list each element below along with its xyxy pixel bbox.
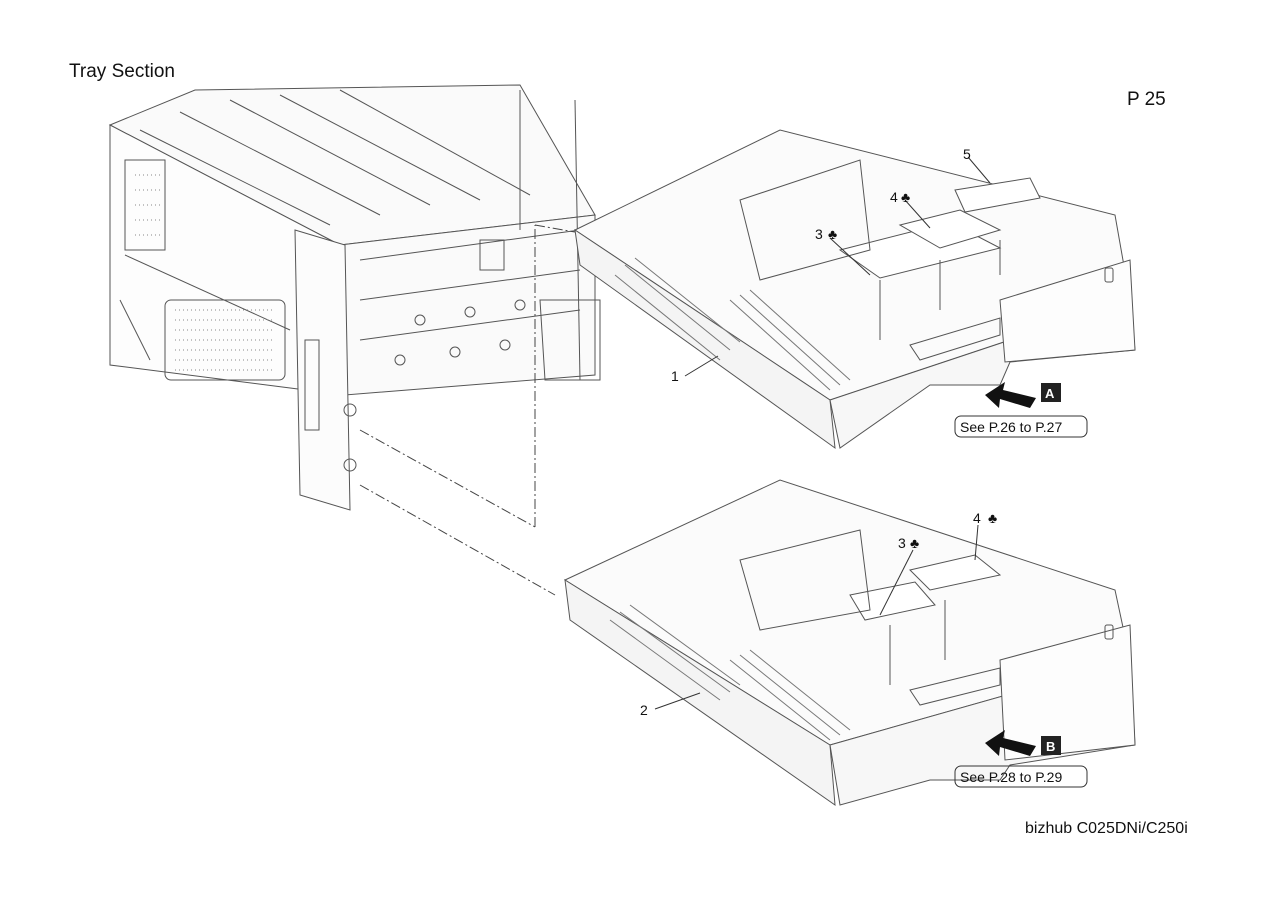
- lower-paper-tray-drawing: [563, 479, 1136, 807]
- callout-3-lower: 3: [898, 535, 906, 551]
- svg-text:See P.26 to P.27: See P.26 to P.27: [960, 419, 1062, 435]
- callout-3-upper: 3: [815, 226, 823, 242]
- club-symbol-4-upper: ♣: [901, 189, 910, 205]
- view-a-badge: A: [1041, 383, 1061, 402]
- callout-4-upper: 4: [890, 189, 898, 205]
- callout-2: 2: [640, 702, 648, 718]
- view-a-reference-link[interactable]: See P.26 to P.27: [954, 415, 1088, 438]
- callout-4-lower: 4: [973, 510, 981, 526]
- club-symbol-4-lower: ♣: [988, 510, 997, 526]
- view-b-arrow-icon: [985, 730, 1036, 756]
- assembly-guide-lines: [359, 224, 576, 596]
- callout-5: 5: [963, 146, 971, 162]
- svg-text:See P.28 to P.29: See P.28 to P.29: [960, 769, 1062, 785]
- view-b-badge: B: [1041, 736, 1061, 755]
- model-name: bizhub C025DNi/C250i: [1025, 820, 1188, 837]
- upper-paper-tray-drawing: [573, 129, 1136, 450]
- svg-text:A: A: [1045, 386, 1055, 401]
- club-symbol-3-upper: ♣: [828, 226, 837, 242]
- view-b-reference-link[interactable]: See P.28 to P.29: [954, 765, 1088, 788]
- machine-body-drawing: [108, 84, 601, 511]
- club-symbol-3-lower: ♣: [910, 535, 919, 551]
- callout-1: 1: [671, 368, 679, 384]
- svg-text:B: B: [1046, 739, 1055, 754]
- section-title: Tray Section: [69, 61, 175, 82]
- view-a-arrow-icon: [985, 382, 1036, 408]
- callout-leaders: [654, 156, 991, 710]
- page-number: P 25: [1127, 89, 1166, 110]
